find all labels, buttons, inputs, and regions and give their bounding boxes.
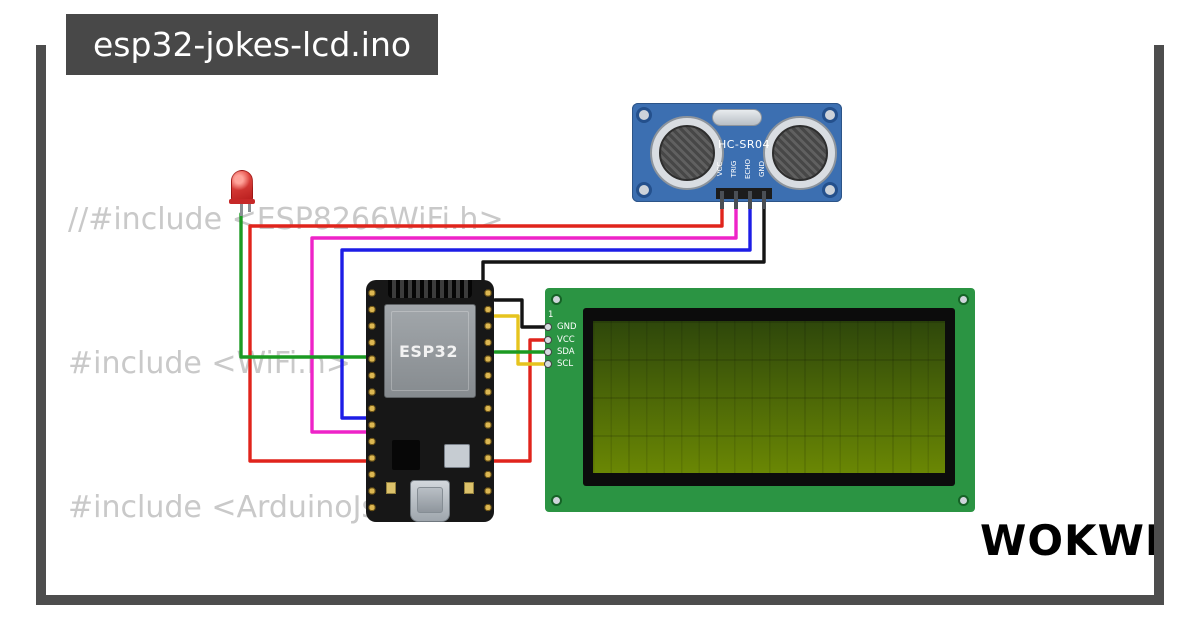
led-body: [229, 170, 255, 204]
led-leg: [240, 200, 243, 216]
mounting-hole: [822, 107, 838, 123]
mounting-hole: [822, 182, 838, 198]
sketch-title: esp32-jokes-lcd.ino: [66, 14, 439, 75]
hc-sr04-sensor[interactable]: HC-SR04 VCC TRIG ECHO GND: [632, 103, 842, 209]
sda-pin[interactable]: [544, 348, 552, 356]
mounting-hole: [636, 182, 652, 198]
sensor-model-label: HC-SR04: [717, 138, 771, 151]
gpio-pin-column-right[interactable]: [483, 285, 493, 517]
wire-sensor-echo[interactable]: [340, 204, 752, 420]
scl-pin[interactable]: [544, 360, 552, 368]
gnd-pin-label: GND: [557, 322, 577, 332]
ultrasonic-transducer: [763, 116, 837, 190]
gnd-pin[interactable]: [544, 323, 552, 331]
esp32-module: ESP32: [384, 304, 476, 398]
esp32-devkit-board[interactable]: ESP32: [366, 280, 494, 522]
ultrasonic-transducer: [650, 116, 724, 190]
lcd-bezel: [583, 308, 955, 486]
vcc-pin[interactable]: [544, 336, 552, 344]
wokwi-logo: WOKWI: [980, 516, 1154, 565]
pin-1-label: 1: [548, 310, 554, 320]
scl-pin-label: SCL: [557, 359, 574, 369]
lcd-screen: [593, 321, 945, 473]
trig-pin[interactable]: [734, 191, 738, 209]
mounting-hole: [958, 294, 969, 305]
en-button[interactable]: [464, 482, 474, 494]
lcd2004-display[interactable]: 1 GND VCC SDA SCL: [544, 288, 975, 512]
echo-pin-label: ECHO: [744, 158, 752, 180]
mounting-hole: [551, 294, 562, 305]
sda-pin-label: SDA: [557, 347, 575, 357]
led-leg: [248, 200, 251, 212]
vcc-pin[interactable]: [720, 191, 724, 209]
vcc-pin-label: VCC: [557, 335, 575, 345]
red-led[interactable]: [229, 170, 256, 224]
wire-led-signal[interactable]: [239, 212, 369, 359]
mounting-hole: [551, 495, 562, 506]
code-line: //#include <ESP8266WiFi.h>: [68, 202, 504, 237]
pin-header: [716, 188, 772, 199]
wifi-antenna: [388, 280, 472, 298]
vcc-pin-label: VCC: [716, 161, 724, 177]
wires-layer: [239, 204, 766, 463]
usb-connector: [410, 480, 450, 522]
trig-pin-label: TRIG: [730, 160, 738, 178]
wire-lcd-scl[interactable]: [493, 314, 548, 366]
wire-sensor-vcc[interactable]: [248, 204, 724, 463]
mounting-hole: [958, 495, 969, 506]
gnd-pin-label: GND: [758, 160, 766, 178]
echo-pin[interactable]: [748, 191, 752, 209]
code-line: #include <WiFi.h>: [68, 346, 351, 381]
voltage-regulator-chip: [444, 444, 470, 468]
oscillator-crystal: [712, 109, 762, 126]
wire-sensor-gnd[interactable]: [481, 204, 766, 286]
mounting-hole: [636, 107, 652, 123]
boot-button[interactable]: [386, 482, 396, 494]
gnd-pin[interactable]: [762, 191, 766, 209]
gpio-pin-column-left[interactable]: [367, 285, 377, 517]
usb-uart-chip: [392, 440, 420, 470]
wire-sensor-trig[interactable]: [310, 204, 738, 434]
wire-lcd-gnd[interactable]: [493, 298, 548, 329]
diagram-canvas: //#include <ESP8266WiFi.h> #include <WiF…: [46, 0, 1154, 595]
